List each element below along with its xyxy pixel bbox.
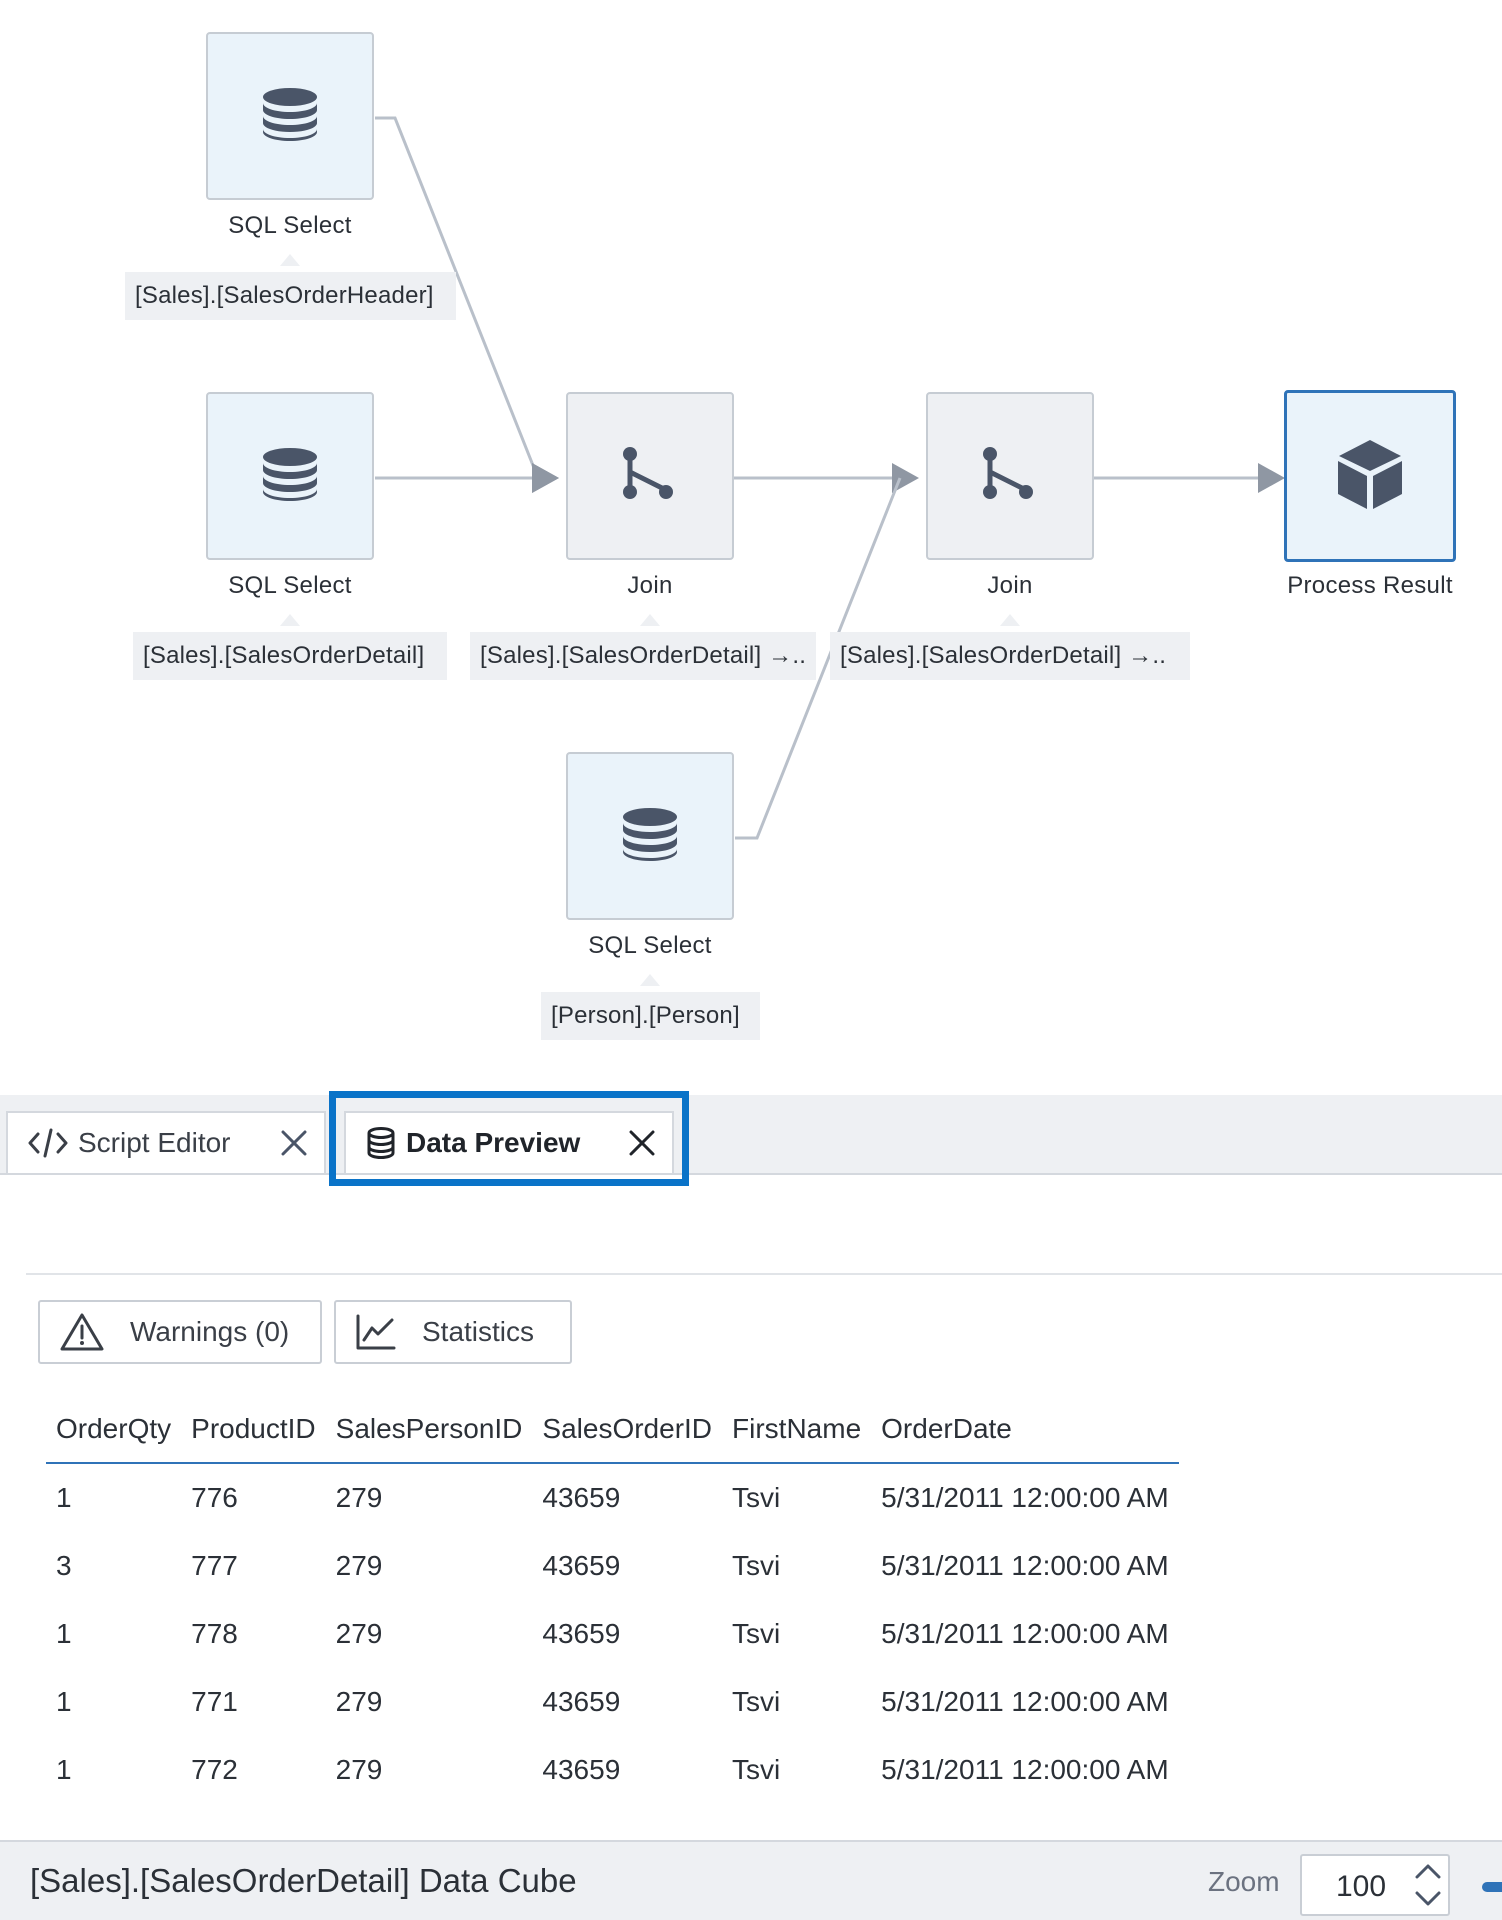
node-title: SQL Select (228, 572, 352, 599)
zoom-label: Zoom (1208, 1866, 1280, 1897)
table-cell: 43659 (542, 1550, 621, 1581)
line-chart-icon (356, 1314, 396, 1350)
statistics-label: Statistics (422, 1316, 535, 1347)
table-row: 1 771 279 43659 Tsvi 5/31/2011 12:00:00 … (46, 1668, 1179, 1736)
chevron-down-icon[interactable] (1414, 1888, 1442, 1910)
table-cell: 43659 (542, 1482, 621, 1513)
connector-person-to-join2 (735, 477, 902, 840)
database-icon (622, 806, 678, 867)
status-bar: [Sales].[SalesOrderDetail] Data Cube Zoo… (0, 1840, 1502, 1920)
cube-icon (1337, 438, 1403, 515)
table-cell: 5/31/2011 12:00:00 AM (881, 1550, 1169, 1581)
table-cell: 43659 (542, 1686, 621, 1717)
table-cell: Tsvi (732, 1686, 781, 1717)
sql-select-node-salesorderheader[interactable] (206, 32, 374, 200)
zoom-slider[interactable] (1482, 1882, 1502, 1892)
statistics-button[interactable]: Statistics (334, 1300, 572, 1364)
table-cell: Tsvi (732, 1618, 781, 1649)
tab-script-editor[interactable]: Script Editor (6, 1111, 326, 1173)
table-header-row: OrderQty ProductID SalesPersonID SalesOr… (46, 1396, 1179, 1464)
node-title: Join (627, 572, 673, 599)
table-cell: 3 (56, 1550, 72, 1581)
column-header[interactable]: FirstName (722, 1396, 872, 1464)
table-cell: 771 (191, 1686, 238, 1717)
flow-connectors (375, 116, 1285, 840)
tab-data-preview[interactable]: Data Preview (344, 1111, 674, 1173)
table-cell: 43659 (542, 1618, 621, 1649)
tag-pointer (640, 614, 660, 626)
join-node-2[interactable] (926, 392, 1094, 560)
active-tab-focus-ring (329, 1091, 689, 1186)
node-title: Join (987, 572, 1033, 599)
code-icon (28, 1128, 68, 1158)
divider (26, 1273, 1502, 1275)
table-cell: Tsvi (732, 1482, 781, 1513)
process-result-node[interactable] (1284, 390, 1456, 562)
panel-tabstrip: Script Editor Data Preview (0, 1095, 1502, 1175)
table-cell: 5/31/2011 12:00:00 AM (881, 1482, 1169, 1513)
column-header[interactable]: SalesPersonID (325, 1396, 533, 1464)
table-cell: 772 (191, 1754, 238, 1785)
close-icon[interactable] (628, 1129, 656, 1157)
tab-label: Script Editor (78, 1127, 231, 1158)
warning-icon (60, 1313, 104, 1351)
table-cell: 5/31/2011 12:00:00 AM (881, 1686, 1169, 1717)
table-row: 1 776 279 43659 Tsvi 5/31/2011 12:00:00 … (46, 1463, 1179, 1532)
table-cell: Tsvi (732, 1550, 781, 1581)
table-cell: 1 (56, 1482, 72, 1513)
table-cell: 5/31/2011 12:00:00 AM (881, 1754, 1169, 1785)
column-header[interactable]: ProductID (181, 1396, 326, 1464)
node-tag: [Sales].[SalesOrderDetail] (133, 632, 447, 680)
table-cell: 279 (335, 1686, 383, 1717)
node-title: Process Result (1287, 572, 1453, 599)
node-tag: [Sales].[SalesOrderDetail] →.. (470, 632, 816, 680)
join-node-1[interactable] (566, 392, 734, 560)
table-row: 1 772 279 43659 Tsvi 5/31/2011 12:00:00 … (46, 1736, 1179, 1804)
tag-pointer (280, 254, 300, 266)
table-cell: 1 (56, 1754, 72, 1785)
table-cell: 5/31/2011 12:00:00 AM (881, 1618, 1169, 1649)
database-icon (262, 86, 318, 147)
table-cell: 1 (56, 1686, 72, 1717)
join-icon (622, 446, 678, 507)
flow-canvas[interactable]: SQL Select [Sales].[SalesOrderHeader] SQ… (0, 0, 1502, 1095)
database-icon (262, 446, 318, 507)
table-cell: 776 (191, 1482, 238, 1513)
table-row: 3 777 279 43659 Tsvi 5/31/2011 12:00:00 … (46, 1532, 1179, 1600)
table-cell: 777 (191, 1550, 238, 1581)
chevron-up-icon[interactable] (1414, 1860, 1442, 1882)
table-cell: 279 (335, 1754, 383, 1785)
status-title: [Sales].[SalesOrderDetail] Data Cube (30, 1862, 577, 1899)
table-cell: 279 (335, 1618, 383, 1649)
sql-select-node-salesorderdetail[interactable] (206, 392, 374, 560)
warnings-label: Warnings (0) (130, 1316, 290, 1347)
node-tag: [Sales].[SalesOrderHeader] (125, 272, 456, 320)
column-header[interactable]: OrderDate (871, 1396, 1179, 1464)
table-cell: Tsvi (732, 1754, 781, 1785)
data-preview-table: OrderQty ProductID SalesPersonID SalesOr… (46, 1396, 1179, 1804)
table-row: 1 778 279 43659 Tsvi 5/31/2011 12:00:00 … (46, 1600, 1179, 1668)
tab-label: Data Preview (406, 1127, 581, 1158)
tag-pointer (1000, 614, 1020, 626)
zoom-input[interactable]: 100 (1300, 1854, 1450, 1916)
column-header[interactable]: SalesOrderID (532, 1396, 723, 1464)
node-title: SQL Select (228, 212, 352, 239)
join-icon (982, 446, 1038, 507)
node-tag: [Sales].[SalesOrderDetail] →.. (830, 632, 1190, 680)
database-icon (366, 1127, 396, 1159)
warnings-button[interactable]: Warnings (0) (38, 1300, 322, 1364)
table-cell: 279 (335, 1550, 383, 1581)
column-header[interactable]: OrderQty (46, 1396, 182, 1464)
table-cell: 43659 (542, 1754, 621, 1785)
tag-pointer (280, 614, 300, 626)
zoom-value: 100 (1336, 1870, 1387, 1903)
sql-select-node-person[interactable] (566, 752, 734, 920)
table-cell: 1 (56, 1618, 72, 1649)
table-cell: 778 (191, 1618, 238, 1649)
node-title: SQL Select (588, 932, 712, 959)
table-cell: 279 (335, 1482, 383, 1513)
tag-pointer (640, 974, 660, 986)
node-tag: [Person].[Person] (541, 992, 760, 1040)
close-icon[interactable] (280, 1129, 308, 1157)
